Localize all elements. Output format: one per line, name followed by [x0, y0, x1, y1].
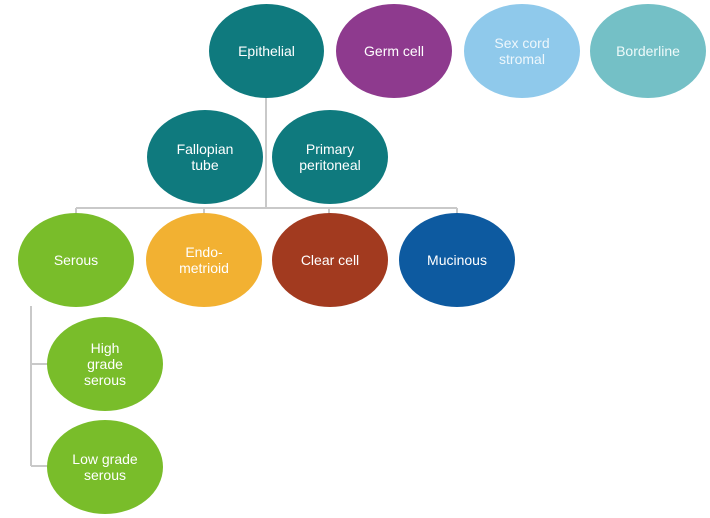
- node-low-grade-serous: Low grade serous: [47, 420, 163, 514]
- node-germ-cell: Germ cell: [336, 4, 452, 98]
- node-low-grade-serous-label: Low grade serous: [72, 451, 138, 483]
- node-germ-cell-label: Germ cell: [364, 43, 424, 59]
- node-clear-cell-label: Clear cell: [300, 252, 360, 268]
- node-high-grade-serous-label: High grade serous: [83, 340, 127, 388]
- node-sex-cord-stromal: Sex cord stromal: [464, 4, 580, 98]
- node-fallopian-tube-label: Fallopian tube: [176, 141, 234, 173]
- node-endometrioid: Endo- metrioid: [146, 213, 262, 307]
- node-mucinous: Mucinous: [399, 213, 515, 307]
- node-epithelial: Epithelial: [209, 4, 324, 98]
- node-serous: Serous: [18, 213, 134, 307]
- node-endometrioid-label: Endo- metrioid: [179, 244, 229, 276]
- node-high-grade-serous: High grade serous: [47, 317, 163, 411]
- node-borderline-label: Borderline: [616, 43, 680, 59]
- node-sex-cord-stromal-label: Sex cord stromal: [494, 35, 550, 67]
- node-clear-cell: Clear cell: [272, 213, 388, 307]
- node-mucinous-label: Mucinous: [427, 252, 487, 268]
- node-primary-peritoneal-label: Primary peritoneal: [299, 141, 361, 173]
- node-primary-peritoneal: Primary peritoneal: [272, 110, 388, 204]
- node-fallopian-tube: Fallopian tube: [147, 110, 263, 204]
- node-epithelial-label: Epithelial: [238, 43, 295, 59]
- node-borderline: Borderline: [590, 4, 706, 98]
- node-serous-label: Serous: [53, 252, 99, 268]
